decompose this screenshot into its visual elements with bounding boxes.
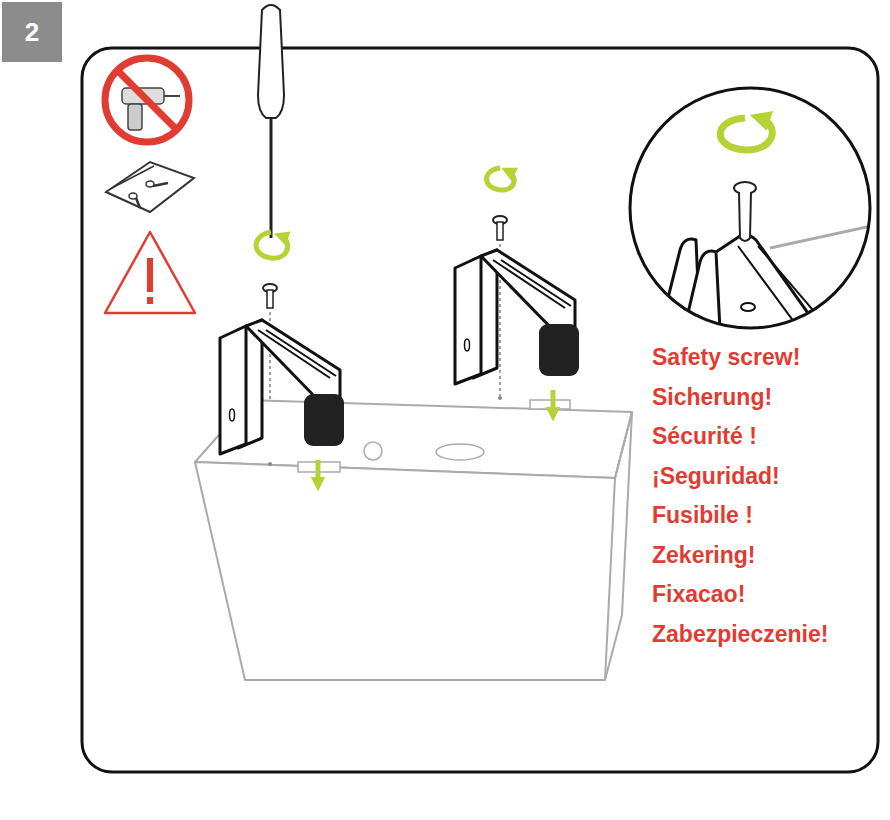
safety-note: Zabezpieczenie!: [652, 621, 828, 647]
safety-note: Fixacao!: [652, 581, 745, 607]
safety-note: ¡Seguridad!: [652, 463, 780, 489]
turn-arrow: [487, 168, 515, 190]
no-drill-icon: [105, 58, 189, 142]
step-number: 2: [25, 17, 39, 48]
screwdriver: [258, 5, 284, 238]
screw-bag-icon: [106, 162, 194, 212]
turn-arrow: [256, 232, 288, 258]
safety-note: Safety screw!: [652, 344, 800, 370]
step-number-box: 2: [2, 2, 62, 62]
safety-note: Zekering!: [652, 542, 756, 568]
safety-note: Sicherung!: [652, 384, 772, 410]
warning-icon: [105, 232, 195, 313]
safety-note: Sécurité !: [652, 423, 757, 449]
detail-magnifier: [630, 88, 880, 330]
wall-bracket: [455, 250, 579, 414]
wall-bracket: [220, 320, 344, 484]
safety-note: Fusibile !: [652, 502, 753, 528]
step-frame: [82, 48, 878, 772]
